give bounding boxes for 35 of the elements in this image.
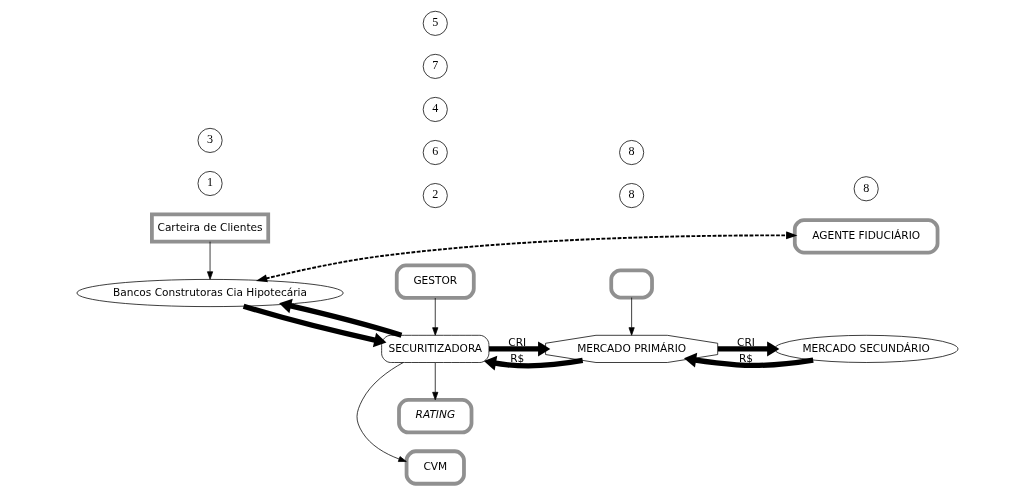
arrow — [207, 241, 214, 280]
node-circle: 7 — [422, 53, 448, 79]
node-box — [609, 268, 654, 300]
node-circle: 2 — [422, 183, 448, 209]
node-box: Carteira de Clientes — [150, 212, 271, 244]
node-circle: 8 — [619, 183, 645, 209]
edge-label: CRI — [737, 336, 755, 349]
arrow — [242, 303, 387, 348]
node-circle: 8 — [853, 176, 879, 202]
node-circle: 5 — [422, 10, 448, 36]
arrow — [684, 352, 814, 368]
node-box: SECURITIZADORA — [381, 334, 490, 363]
node-box: GESTOR — [394, 263, 476, 300]
node-circle: 4 — [422, 97, 448, 122]
arrow — [628, 297, 635, 336]
arrow — [483, 355, 584, 371]
arrow — [432, 297, 439, 336]
node-ellipse: MERCADO SECUNDÁRIO — [773, 334, 959, 363]
node-circle: 3 — [197, 127, 223, 153]
arrow — [255, 231, 798, 283]
node-box: RATING — [397, 398, 474, 435]
arrow — [717, 341, 780, 357]
arrow — [356, 362, 407, 462]
arrow — [279, 298, 403, 338]
node-box: AGENTE FIDUCIÁRIO — [792, 218, 940, 255]
arrow — [489, 341, 551, 357]
node-circle: 1 — [197, 171, 223, 196]
node-circle: 8 — [619, 140, 645, 165]
edge-label: R$ — [739, 351, 754, 364]
node-circle: 6 — [422, 140, 448, 165]
arrow — [432, 362, 439, 401]
edge-label: R$ — [510, 351, 525, 364]
node-ellipse: Bancos Construtoras Cia Hipotecária — [76, 279, 344, 307]
node-box: CVM — [404, 449, 466, 486]
edge-label: CRI — [508, 336, 527, 349]
